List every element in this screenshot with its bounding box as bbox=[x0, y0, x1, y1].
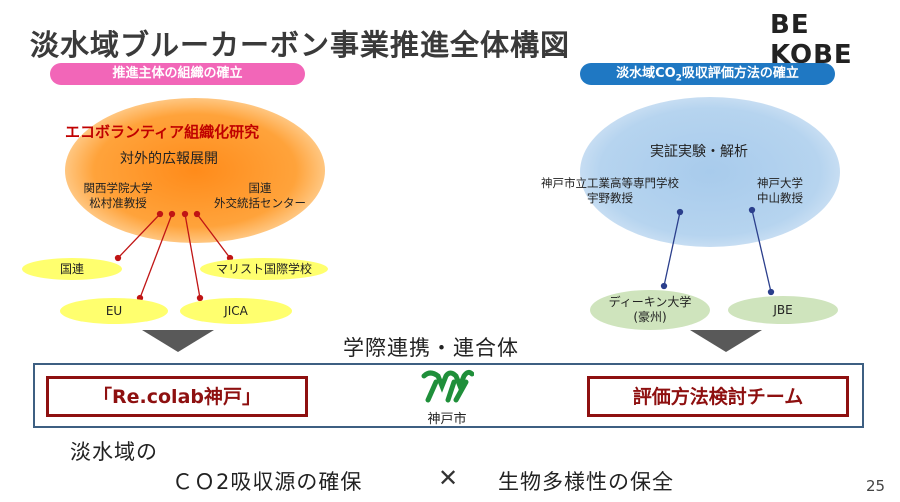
kobe-city-emblem-icon bbox=[421, 369, 474, 403]
right-pill-post: 吸収評価方法の確立 bbox=[681, 66, 799, 81]
kwansei-line2: 松村准教授 bbox=[89, 196, 147, 210]
left-blob-title: エコボランティア組織化研究 bbox=[65, 123, 260, 141]
partner-marist: マリスト国際学校 bbox=[200, 258, 328, 280]
left-hub-blob bbox=[65, 98, 325, 243]
right-org-kobe-univ: 神戸大学 中山教授 bbox=[740, 176, 820, 206]
right-header-pill: 淡水域CO2吸収評価方法の確立 bbox=[580, 63, 835, 85]
un-center-line2: 外交統括センター bbox=[214, 196, 306, 210]
right-pill-pre: 淡水域CO bbox=[616, 66, 676, 81]
bottom-right-goal: 生物多様性の保全 bbox=[498, 470, 674, 494]
bottom-line1: 淡水域の bbox=[70, 440, 158, 464]
brand-logo: BE KOBE bbox=[770, 10, 853, 70]
kosen-line1: 神戸市立工業高等専門学校 bbox=[541, 176, 679, 190]
page-number: 25 bbox=[866, 477, 886, 495]
cross-icon: ✕ bbox=[438, 464, 459, 492]
left-blob-subtitle: 対外的広報展開 bbox=[120, 151, 218, 167]
line-left-jica bbox=[184, 213, 201, 299]
deakin-line2: (豪州) bbox=[633, 310, 667, 324]
dot-right-hub-a bbox=[676, 208, 684, 216]
dot-right-deakin bbox=[660, 282, 668, 290]
dot-right-jbe bbox=[767, 288, 775, 296]
kosen-line2: 宇野教授 bbox=[587, 191, 633, 205]
bottom-left-goal: ＣＯ2吸収源の確保 bbox=[172, 470, 363, 494]
left-org-un-center: 国連 外交統括センター bbox=[200, 181, 320, 211]
left-org-kwansei: 関西学院大学 松村准教授 bbox=[68, 181, 168, 211]
kwansei-line1: 関西学院大学 bbox=[83, 181, 153, 195]
deakin-line1: ディーキン大学 bbox=[608, 295, 692, 309]
box-recolab: 「Re.colab神戸」 bbox=[46, 376, 308, 417]
line-left-eu bbox=[139, 213, 173, 299]
kobe-univ-line2: 中山教授 bbox=[757, 191, 803, 205]
box-evaluation-team: 評価方法検討チーム bbox=[587, 376, 849, 417]
partner-kokuren: 国連 bbox=[22, 258, 122, 280]
right-blob-title: 実証実験・解析 bbox=[650, 144, 748, 160]
partner-eu: EU bbox=[60, 298, 168, 324]
left-header-pill: 推進主体の組織の確立 bbox=[50, 63, 305, 85]
un-center-line1: 国連 bbox=[248, 181, 272, 195]
dot-hub-d bbox=[193, 210, 201, 218]
down-triangle-icon-left bbox=[142, 330, 214, 352]
dot-hub-c bbox=[181, 210, 189, 218]
collaboration-frame bbox=[33, 363, 864, 428]
line-right-jbe bbox=[751, 209, 772, 293]
right-org-kosen: 神戸市立工業高等専門学校 宇野教授 bbox=[520, 176, 700, 206]
page-title: 淡水域ブルーカーボン事業推進全体構図 bbox=[30, 28, 571, 62]
dot-left-kokuren bbox=[114, 254, 122, 262]
partner-jbe: JBE bbox=[728, 296, 838, 324]
line-left-marist bbox=[196, 213, 231, 259]
down-triangle-icon-right bbox=[690, 330, 762, 352]
dot-right-hub-b bbox=[748, 206, 756, 214]
city-label: 神戸市 bbox=[427, 412, 467, 427]
partner-deakin: ディーキン大学 (豪州) bbox=[590, 290, 710, 330]
line-left-kokuren bbox=[117, 213, 161, 259]
kobe-univ-line1: 神戸大学 bbox=[757, 176, 803, 190]
dot-hub-a bbox=[156, 210, 164, 218]
right-pill-sub: 2 bbox=[675, 73, 682, 84]
dot-hub-b bbox=[168, 210, 176, 218]
right-hub-blob bbox=[580, 97, 840, 247]
middle-label: 学際連携・連合体 bbox=[343, 336, 519, 360]
partner-jica: JICA bbox=[180, 298, 292, 324]
line-right-deakin bbox=[663, 211, 681, 287]
